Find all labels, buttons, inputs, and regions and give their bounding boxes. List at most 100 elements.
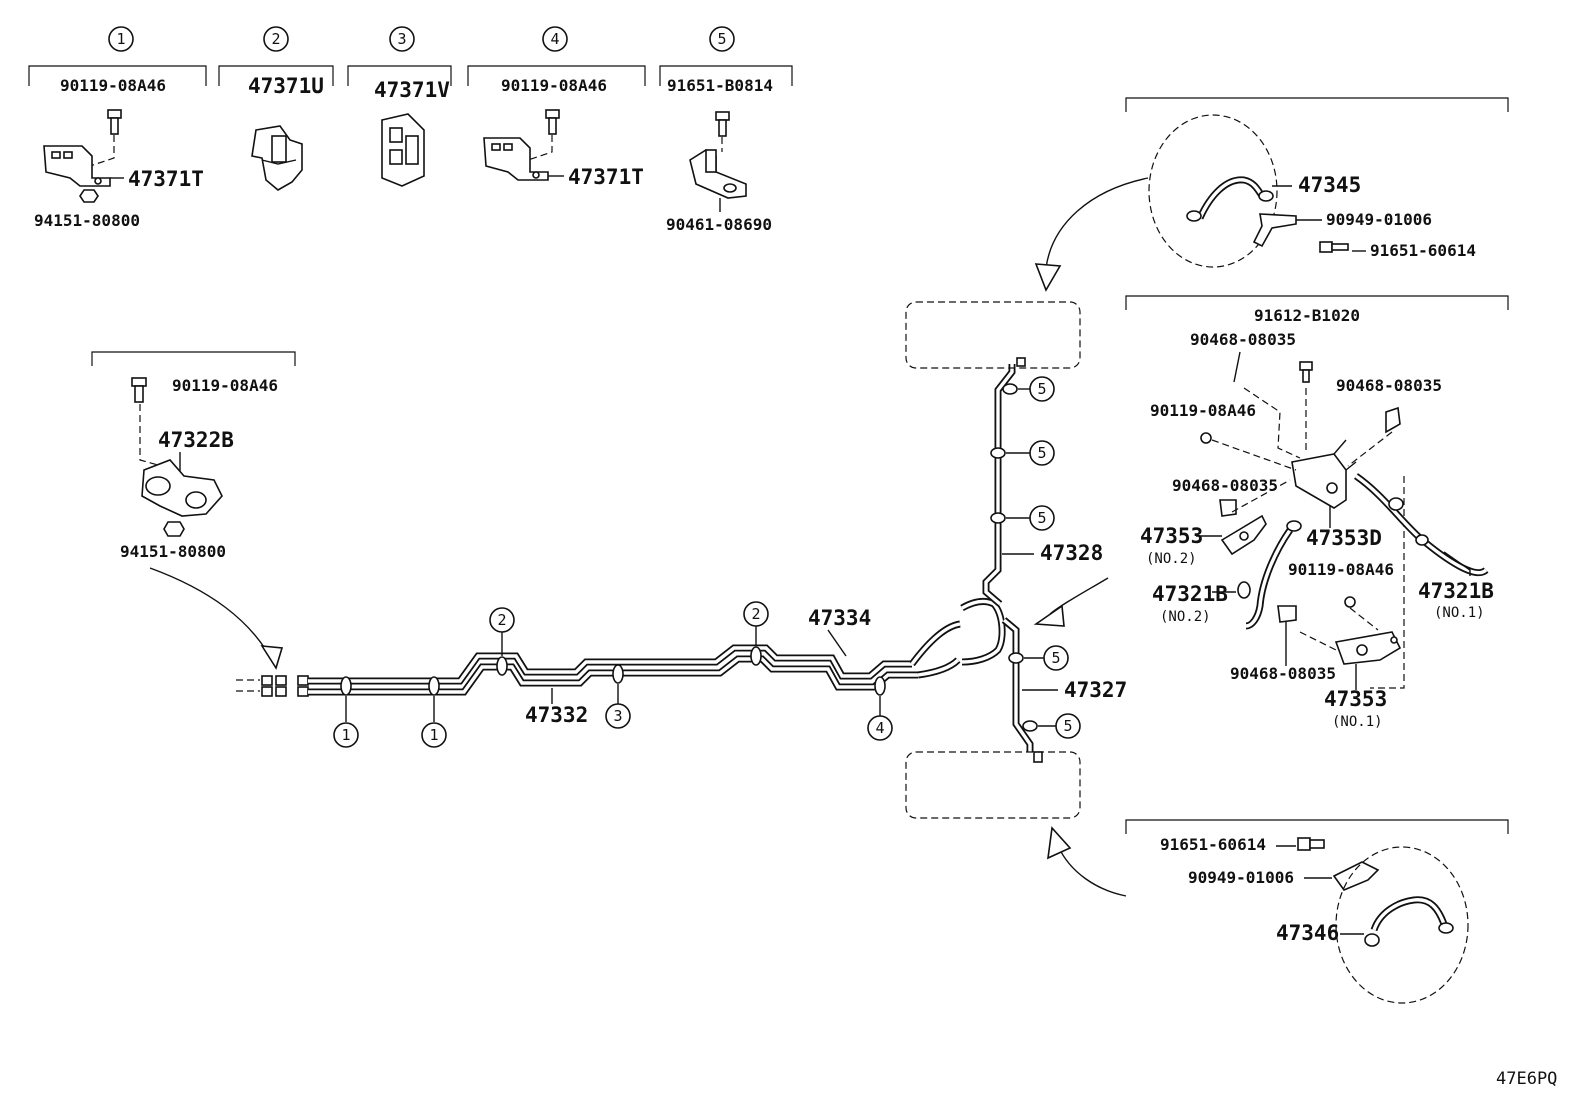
svg-text:3: 3 <box>613 707 622 725</box>
clip-bracket-icon <box>689 149 747 199</box>
line-label-47332: 47332 <box>525 703 588 727</box>
part-sub-no1: (NO.1) <box>1332 714 1383 730</box>
part-label-91612-B1020: 91612-B1020 <box>1254 306 1360 325</box>
bolt-icon <box>545 109 560 135</box>
part-sub-no2: (NO.2) <box>1160 609 1211 625</box>
part-label-90461-08690: 90461-08690 <box>666 215 772 234</box>
line-label-47328: 47328 <box>1040 541 1103 565</box>
bracket-icon <box>1334 631 1402 665</box>
part-label-47321B: 47321B <box>1418 579 1494 603</box>
svg-text:1: 1 <box>116 30 125 48</box>
svg-text:5: 5 <box>717 30 726 48</box>
part-label-47353: 47353 <box>1140 524 1203 548</box>
part-label-47322B: 47322B <box>158 428 234 452</box>
nut-icon <box>79 189 99 203</box>
clip-icon <box>1219 499 1237 517</box>
clip-marker-2: 2 <box>489 607 515 676</box>
bolt-head-icon <box>1200 432 1212 444</box>
junction-group: 91612-B1020 90468-08035 90468-08035 9011… <box>1125 295 1509 730</box>
clip-group-4: 4 90119-08A46 47371T <box>467 26 646 189</box>
part-label-94151-80800: 94151-80800 <box>34 211 140 230</box>
part-label-91651-B0814: 91651-B0814 <box>667 76 773 95</box>
callout-1: 1 <box>108 26 134 52</box>
fitting-icon <box>1033 751 1043 763</box>
retaining-clip-icon <box>1252 213 1297 248</box>
part-label-47371V: 47371V <box>374 78 450 102</box>
brake-hose-icon <box>1237 520 1302 630</box>
nut-icon <box>163 521 185 537</box>
junction-block-icon <box>1291 439 1357 509</box>
part-label-90949-01006: 90949-01006 <box>1326 210 1432 229</box>
callout-2: 2 <box>263 26 289 52</box>
main-brake-lines <box>236 364 1034 752</box>
front-assembly-box <box>905 301 1081 369</box>
part-label-90468-08035: 90468-08035 <box>1190 330 1296 349</box>
part-sub-no1: (NO.1) <box>1434 605 1485 621</box>
part-label-47371T: 47371T <box>568 165 644 189</box>
part-label-90468-08035: 90468-08035 <box>1172 476 1278 495</box>
part-sub-no2: (NO.2) <box>1146 551 1197 567</box>
clip-marker-5: 5 <box>1022 713 1081 739</box>
diagram-code: 47E6PQ <box>1496 1069 1557 1089</box>
line-label-47327: 47327 <box>1064 678 1127 702</box>
clamp-icon <box>141 459 223 517</box>
clip-icon <box>251 125 303 191</box>
part-label-47346: 47346 <box>1276 921 1339 945</box>
rear-assembly-box <box>905 751 1081 819</box>
part-label-90119-08A46: 90119-08A46 <box>60 76 166 95</box>
svg-text:5: 5 <box>1063 717 1072 735</box>
svg-text:2: 2 <box>271 30 280 48</box>
part-label-91651-60614: 91651-60614 <box>1160 835 1266 854</box>
clip-marker-5: 5 <box>1002 376 1055 402</box>
svg-text:2: 2 <box>751 605 760 623</box>
clip-marker-1: 1 <box>421 676 447 748</box>
part-label-90119-08A46: 90119-08A46 <box>1150 401 1256 420</box>
brake-hose-icon <box>1353 473 1489 577</box>
clip-group-5: 5 91651-B0814 90461-08690 <box>659 26 793 234</box>
callout-4: 4 <box>542 26 568 52</box>
part-label-47353D: 47353D <box>1306 526 1382 550</box>
brake-hose-icon <box>1364 896 1454 947</box>
clip-marker-5: 5 <box>990 505 1055 531</box>
bolt-icon <box>131 377 147 403</box>
rear-hose-group: 91651-60614 90949-01006 47346 <box>1125 819 1509 1004</box>
clip-marker-4: 4 <box>867 676 893 741</box>
brake-hose-icon <box>1186 176 1274 222</box>
svg-text:5: 5 <box>1037 509 1046 527</box>
clip-group-1: 1 90119-08A46 47371T 94151-80800 <box>28 26 207 230</box>
clip-marker-1: 1 <box>333 676 359 748</box>
clip-group-3: 3 47371V <box>347 26 452 187</box>
clip-bracket-icon <box>483 137 549 181</box>
bolt-icon <box>1299 361 1313 383</box>
bracket-icon <box>1220 514 1267 556</box>
part-label-90949-01006: 90949-01006 <box>1188 868 1294 887</box>
svg-text:4: 4 <box>550 30 559 48</box>
part-label-90468-08035: 90468-08035 <box>1230 664 1336 683</box>
svg-text:2: 2 <box>497 611 506 629</box>
svg-text:5: 5 <box>1051 649 1060 667</box>
clamp-group: 90119-08A46 47322B 94151-80800 <box>91 351 296 670</box>
bolt-icon <box>1297 837 1325 851</box>
svg-text:4: 4 <box>875 719 884 737</box>
clip-marker-2: 2 <box>743 601 769 666</box>
part-label-90119-08A46: 90119-08A46 <box>172 376 278 395</box>
clip-icon <box>1277 605 1297 623</box>
part-label-90468-08035: 90468-08035 <box>1336 376 1442 395</box>
part-label-47371T: 47371T <box>128 167 204 191</box>
part-label-47345: 47345 <box>1298 173 1361 197</box>
svg-text:1: 1 <box>341 726 350 744</box>
clip-marker-3: 3 <box>605 664 631 729</box>
part-label-47321B: 47321B <box>1152 582 1228 606</box>
part-label-90119-08A46: 90119-08A46 <box>501 76 607 95</box>
clip-bracket-icon <box>43 145 111 187</box>
line-fitting-icon <box>236 675 309 697</box>
clip-marker-5: 5 <box>1008 645 1069 671</box>
svg-text:1: 1 <box>429 726 438 744</box>
part-label-94151-80800: 94151-80800 <box>120 542 226 561</box>
svg-text:5: 5 <box>1037 444 1046 462</box>
svg-text:5: 5 <box>1037 380 1046 398</box>
part-label-90119-08A46: 90119-08A46 <box>1288 560 1394 579</box>
line-label-47334: 47334 <box>808 606 871 630</box>
